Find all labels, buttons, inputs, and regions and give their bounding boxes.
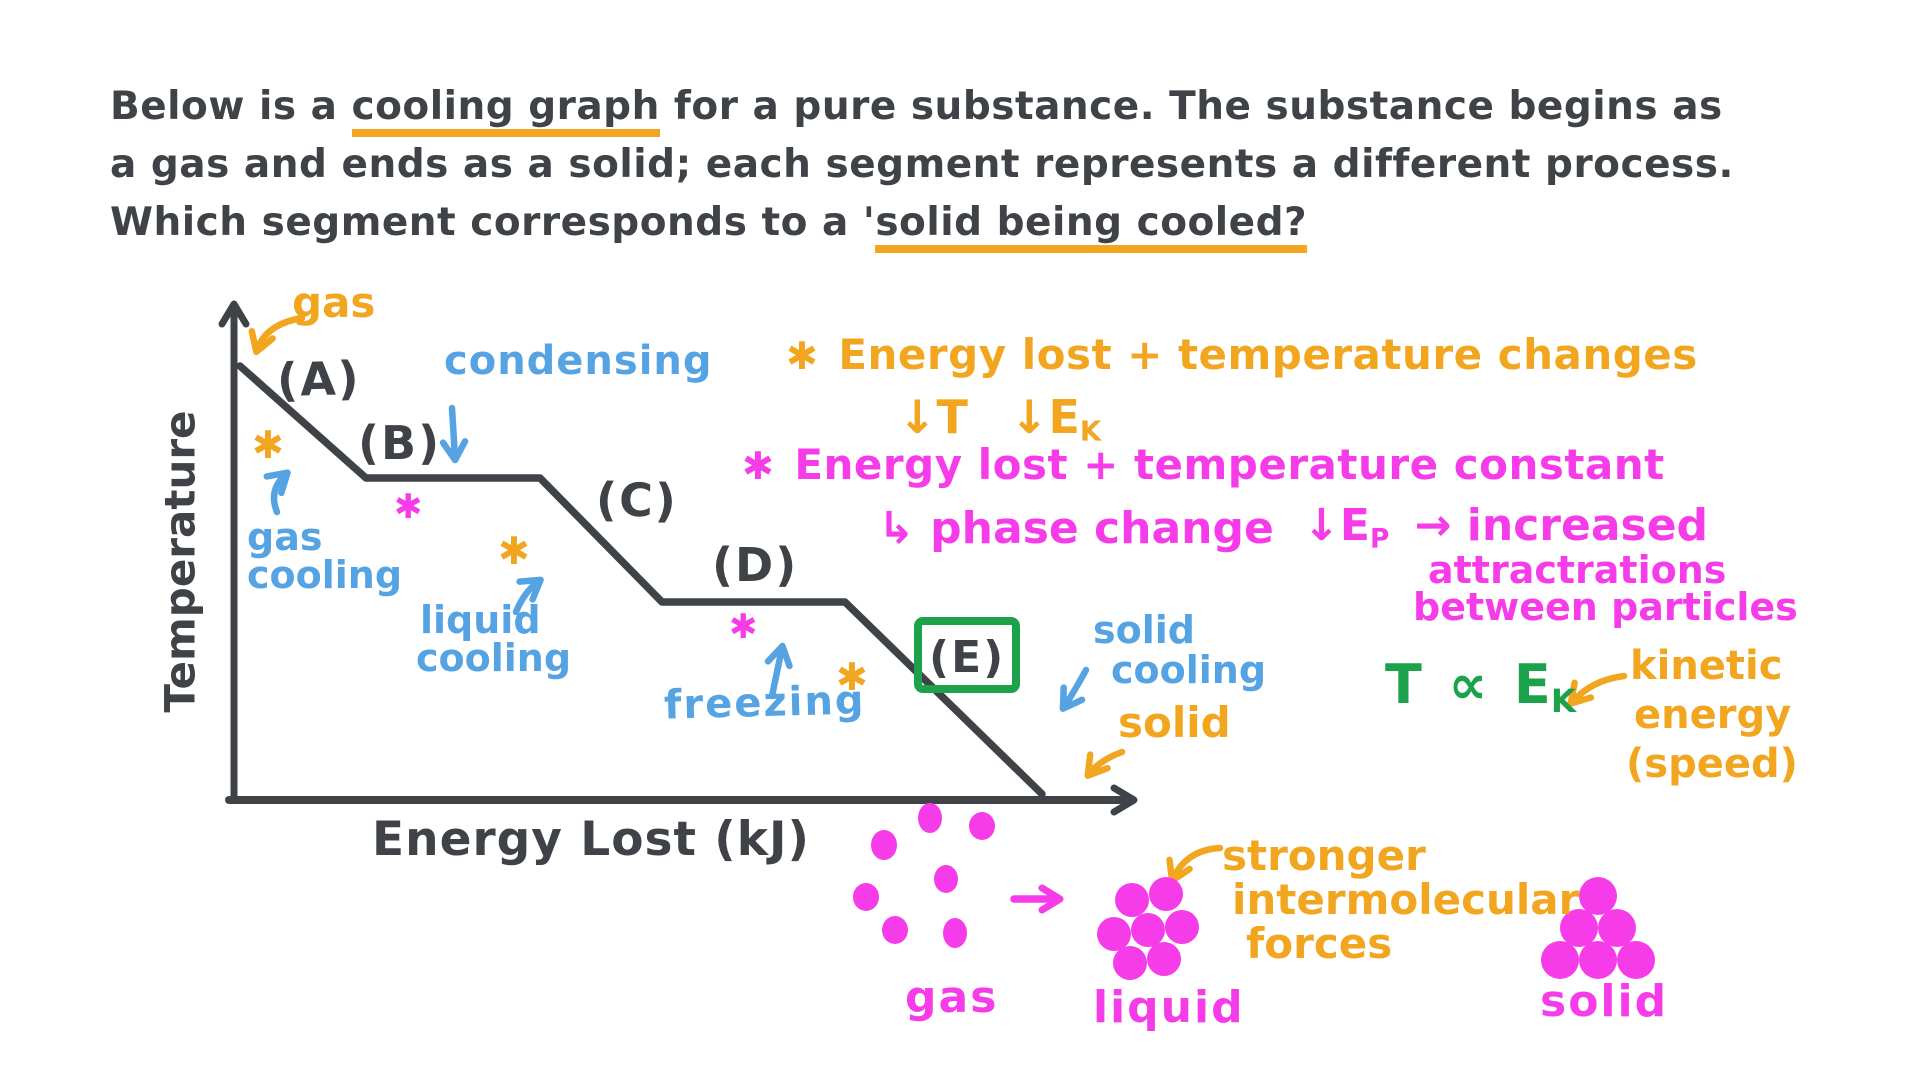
question-line-2: a gas and ends as a solid; each segment … [110, 142, 1734, 187]
asterisk-orange-segment-e-icon: ✱ [836, 655, 868, 699]
gas-cooling-label-line2: cooling [247, 553, 403, 597]
liquid-cooling-label-line1: liquid [420, 598, 541, 642]
liquid-cooling-label-line2: cooling [416, 636, 572, 680]
note-orange-bullet-icon: ✱ [786, 334, 819, 378]
stronger-forces-label: stronger intermolecular forces [1222, 834, 1579, 966]
segment-label-A: (A) [276, 350, 362, 408]
question-underline-cooling-graph: cooling graph [351, 86, 660, 137]
down-ep-subscript: P [1369, 523, 1390, 555]
question-line-1-post: for a pure substance. The substance begi… [659, 84, 1723, 129]
liquid-cooling-label: liquid cooling [416, 598, 571, 677]
liquid-particles-icon [1097, 877, 1199, 980]
gas-cooling-arrow-icon [263, 469, 291, 516]
answer-box-E [914, 617, 1020, 693]
increased-text: → increased [1414, 500, 1709, 551]
kinetic-energy-arrow-icon [1567, 672, 1628, 707]
note-between-particles: between particles [1413, 585, 1798, 629]
stronger-forces-line3: forces [1246, 919, 1393, 968]
gas-pointer-arrow-icon [248, 314, 306, 356]
asterisk-pink-segment-d-icon: ✱ [729, 607, 758, 647]
condensing-arrow-icon [439, 404, 469, 464]
formula-e: E [1513, 653, 1551, 716]
proportional-symbol: ∝ [1448, 653, 1488, 716]
note-phase-change: ↳ phase change [878, 503, 1274, 554]
solid-pointer-arrow-icon [1084, 748, 1126, 779]
cooling-curve [236, 362, 1046, 798]
down-ep-symbol: ↓E [1303, 500, 1370, 551]
question-underline-solid-cooled: solid being cooled? [875, 202, 1308, 253]
note-pink-text: Energy lost + temperature constant [794, 440, 1665, 489]
formula-e-subscript: K [1550, 682, 1576, 721]
solid-cooling-label-line2: cooling [1111, 648, 1267, 692]
solid-cooling-label: solid cooling [1093, 610, 1266, 690]
stronger-forces-line1: stronger [1222, 831, 1426, 880]
down-ek-symbol: ↓E [1009, 390, 1080, 444]
note-pink-bullet-icon: ✱ [742, 444, 775, 488]
gas-cooling-label-line1: gas [247, 515, 323, 559]
note-orange-text: Energy lost + temperature changes [838, 330, 1698, 379]
y-axis-label: Temperature [155, 410, 205, 713]
question-line-1-pre: Below is a [110, 84, 352, 129]
gas-cooling-label: gas cooling [247, 518, 402, 594]
solid-cooling-label-line1: solid [1093, 608, 1195, 652]
note-energy-temperature-changes: ✱ Energy lost + temperature changes [786, 330, 1698, 379]
segment-label-C: (C) [595, 472, 679, 528]
stronger-forces-line2: intermolecular [1232, 875, 1580, 924]
question-line-3: Which segment corresponds to a 'solid be… [110, 200, 1308, 253]
note-orange-formula: ↓T ↓EK [898, 390, 1101, 448]
note-ep-increased: ↓EP → increased [1303, 500, 1708, 554]
note-attractions: attractrations [1428, 548, 1727, 592]
solid-state-label: solid [1540, 976, 1669, 1027]
segment-label-E: (E) [929, 632, 1006, 683]
segment-label-D: (D) [712, 538, 799, 592]
question-line-1: Below is a cooling graph for a pure subs… [110, 84, 1723, 137]
kinetic-energy-line3: (speed) [1626, 741, 1798, 787]
kinetic-energy-line2: energy [1634, 692, 1792, 738]
asterisk-orange-segment-c-icon: ✱ [498, 529, 530, 573]
gas-state-label: gas [905, 972, 999, 1023]
segment-label-B: (B) [358, 416, 442, 470]
freezing-arrow-icon [764, 642, 793, 700]
kinetic-energy-line1: kinetic [1630, 643, 1783, 689]
gas-particles-icon [853, 803, 995, 948]
question-line-3-pre: Which segment corresponds to a ' [110, 200, 876, 245]
solid-particles-icon [1541, 877, 1655, 979]
gas-pointer-label: gas [292, 278, 376, 327]
liquid-state-label: liquid [1093, 982, 1245, 1033]
formula-t: T [1385, 653, 1422, 716]
asterisk-pink-segment-b-icon: ✱ [394, 487, 423, 527]
solid-pointer-label: solid [1118, 698, 1231, 747]
condensing-label: condensing [444, 338, 713, 384]
down-t-symbol: ↓T [898, 390, 968, 444]
temperature-kinetic-formula: T ∝ EK [1385, 653, 1576, 720]
solid-cooling-arrow-icon [1059, 666, 1090, 712]
stronger-forces-arrow-icon [1166, 844, 1224, 885]
note-energy-temperature-constant: ✱ Energy lost + temperature constant [742, 440, 1665, 489]
asterisk-orange-segment-a-icon: ✱ [252, 423, 284, 467]
down-ek-subscript: K [1079, 414, 1102, 448]
liquid-cooling-arrow-icon [512, 576, 544, 616]
x-axis-label: Energy Lost (kJ) [372, 812, 811, 867]
kinetic-energy-label: kinetic energy (speed) [1626, 642, 1798, 789]
